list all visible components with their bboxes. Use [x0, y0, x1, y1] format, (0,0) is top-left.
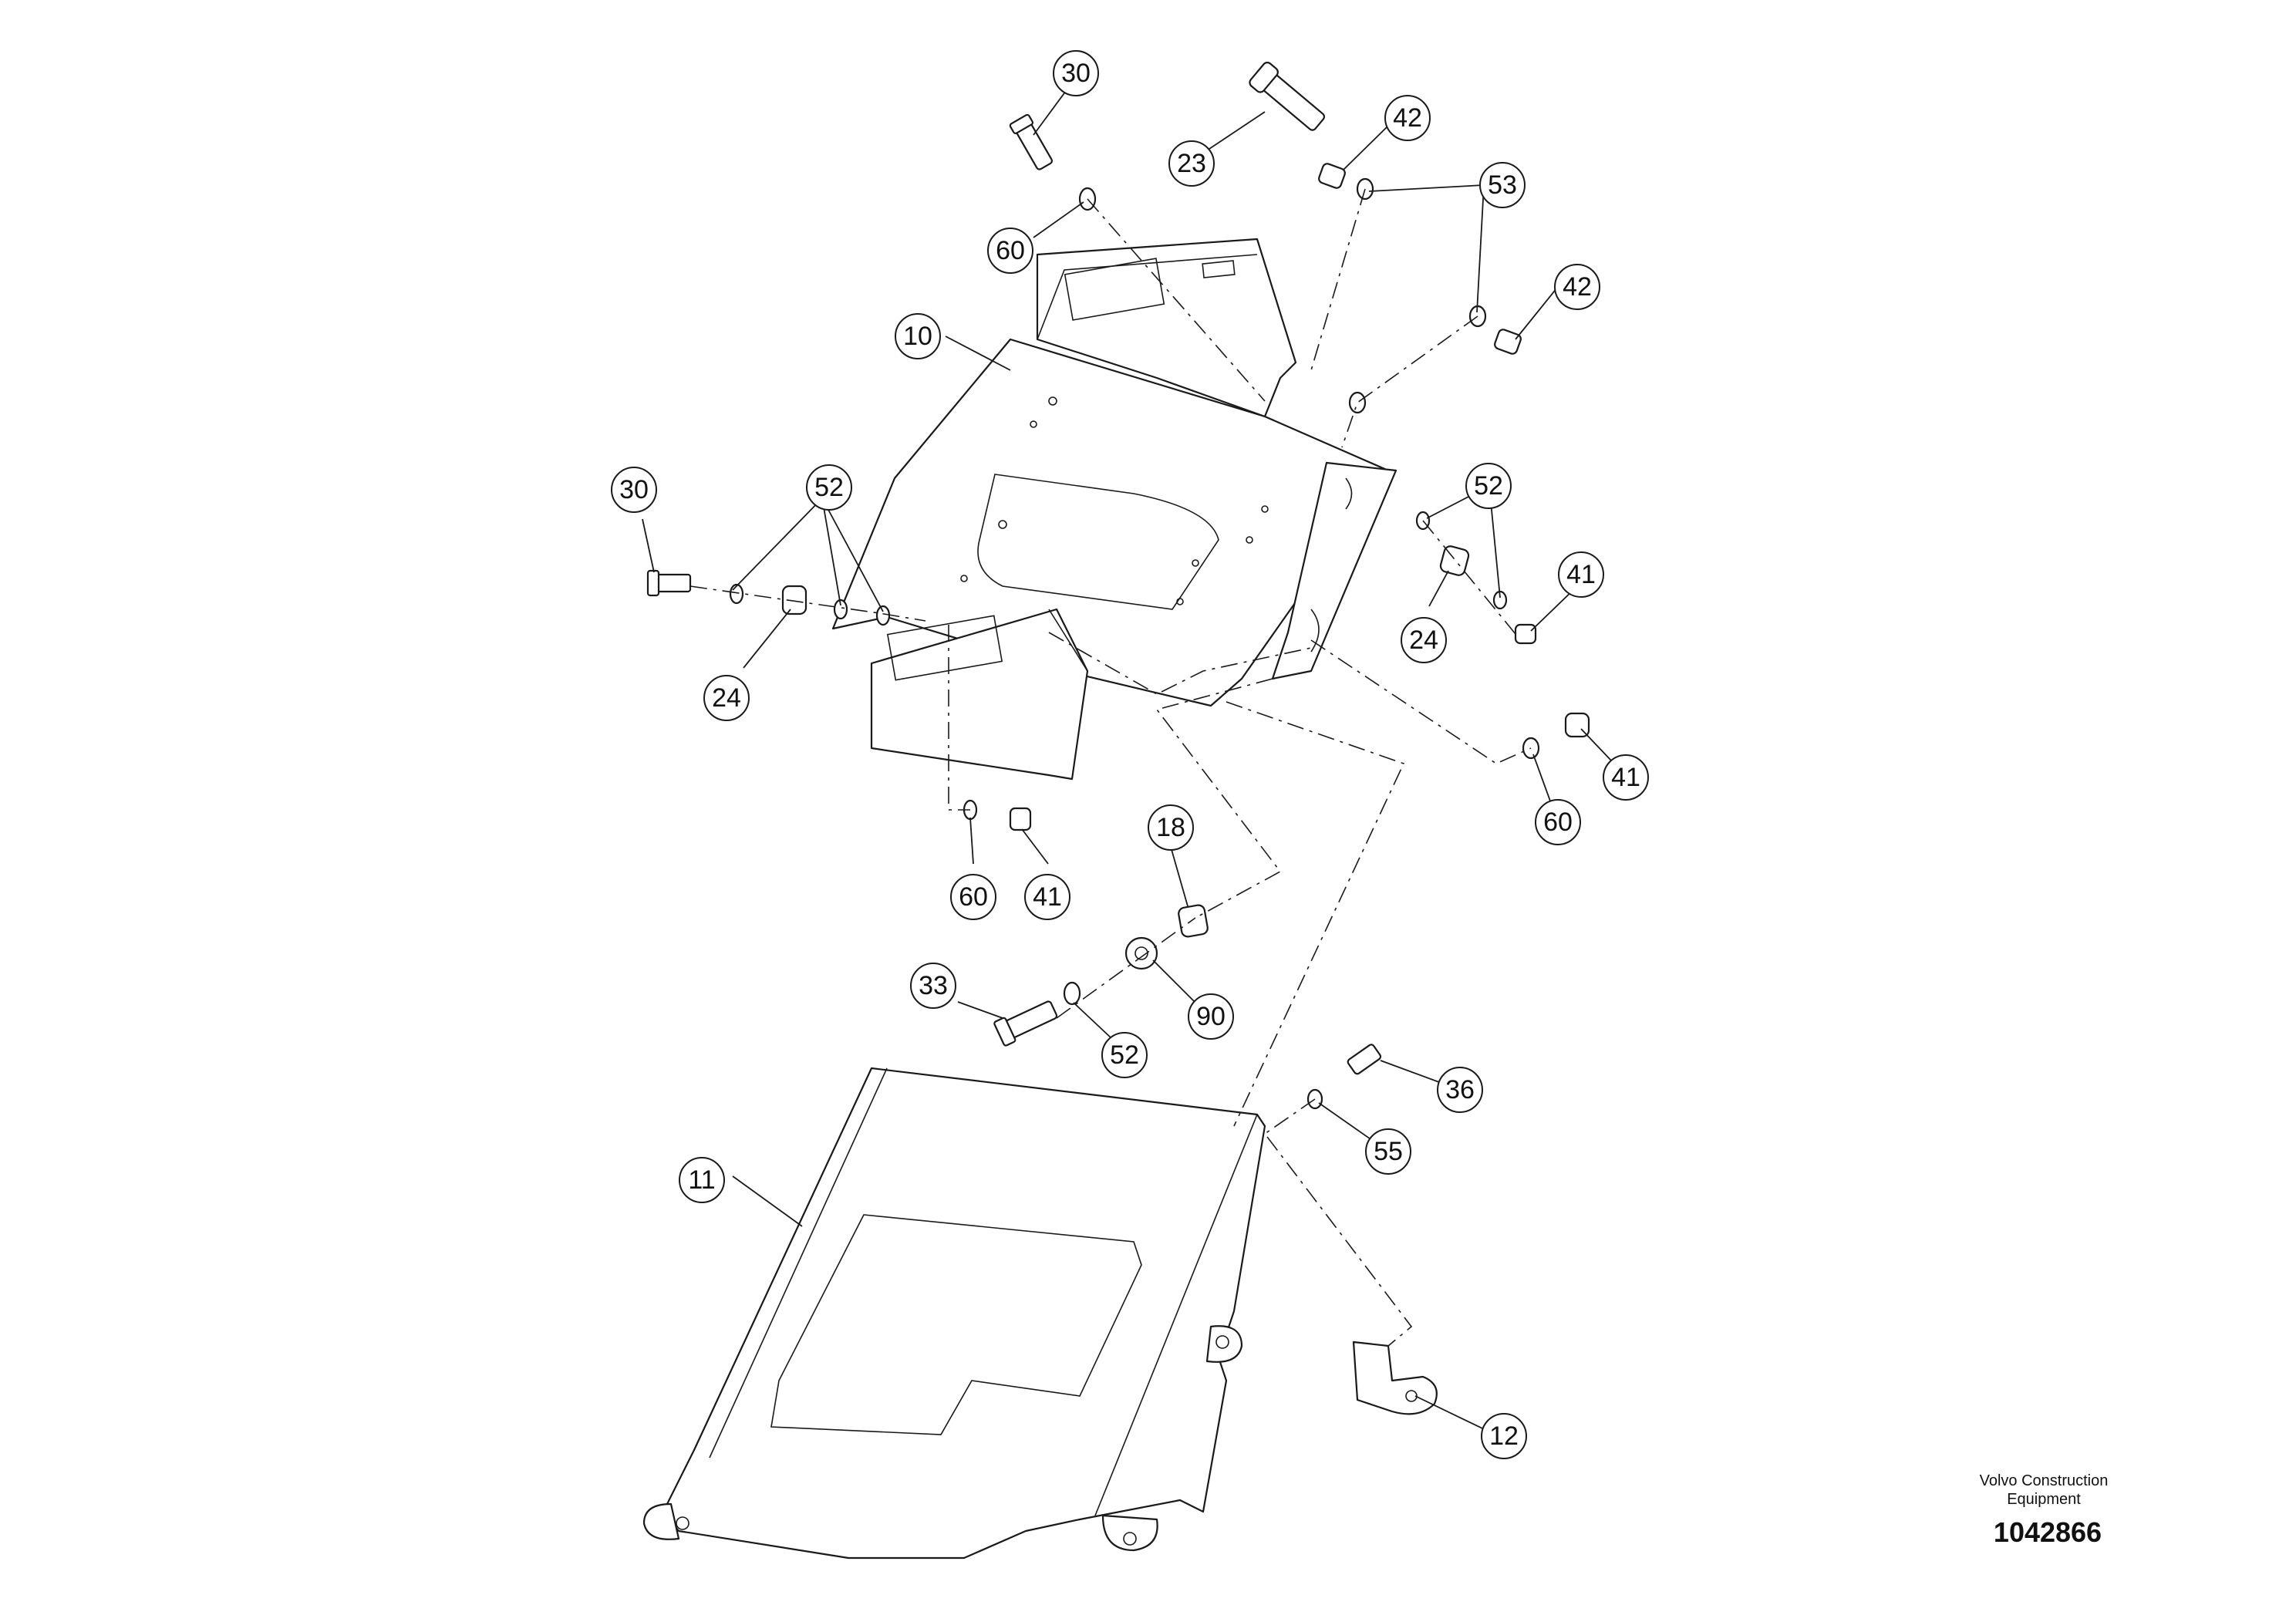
callout-label: 10	[903, 322, 932, 351]
callout-label: 52	[1110, 1040, 1139, 1070]
callout-circle	[895, 313, 941, 359]
callout-label: 11	[688, 1165, 715, 1195]
callout-circle	[679, 1157, 725, 1203]
callout-label: 41	[1033, 882, 1062, 912]
callout-23: 23	[1168, 140, 1215, 187]
callout-55: 55	[1365, 1128, 1411, 1175]
callout-30: 30	[611, 467, 657, 513]
callout-label: 53	[1488, 170, 1517, 200]
callout-52: 52	[1101, 1032, 1148, 1078]
callout-label: 30	[619, 475, 649, 504]
callout-circle	[910, 963, 956, 1009]
callout-label: 42	[1563, 272, 1592, 302]
callout-42: 42	[1554, 264, 1600, 310]
callout-90: 90	[1188, 993, 1234, 1040]
callout-label: 55	[1374, 1137, 1403, 1166]
callout-10: 10	[895, 313, 941, 359]
callout-label: 60	[1543, 808, 1573, 837]
callout-60: 60	[987, 228, 1033, 274]
callout-circle	[1465, 463, 1512, 509]
callout-12: 12	[1481, 1413, 1527, 1459]
callout-circle	[1603, 754, 1649, 801]
callout-circle	[1437, 1067, 1483, 1113]
callout-label: 41	[1566, 560, 1596, 589]
callout-circle	[1481, 1413, 1527, 1459]
callout-circle	[703, 675, 750, 721]
lower-plate-part	[642, 1067, 1266, 1560]
callout-circle	[987, 228, 1033, 274]
callout-42: 42	[1384, 95, 1431, 141]
callout-label: 41	[1611, 763, 1640, 792]
callout-label: 52	[814, 473, 844, 502]
callout-label: 24	[1409, 626, 1438, 655]
callout-41: 41	[1024, 874, 1070, 920]
callout-circle	[1101, 1032, 1148, 1078]
callout-label: 60	[996, 236, 1025, 265]
callout-circle	[1535, 799, 1581, 845]
callout-label: 23	[1177, 149, 1206, 178]
callout-60: 60	[950, 874, 996, 920]
callout-bubbles: 30 60 23 42 53 42 10 52 30 52 24 41 24 41 60 60 41 18 33 90…	[611, 50, 1649, 1459]
callout-52: 52	[1465, 463, 1512, 509]
callout-33: 33	[910, 963, 956, 1009]
callout-circle	[1558, 551, 1604, 598]
callout-circle	[1554, 264, 1600, 310]
callout-circle	[950, 874, 996, 920]
callout-52: 52	[806, 464, 852, 511]
callout-circle	[1168, 140, 1215, 187]
callout-circle	[1401, 617, 1447, 663]
callout-30: 30	[1053, 50, 1099, 96]
callout-41: 41	[1603, 754, 1649, 801]
callout-label: 60	[959, 882, 988, 912]
callout-circle	[806, 464, 852, 511]
callout-18: 18	[1148, 804, 1194, 851]
callout-circle	[1024, 874, 1070, 920]
callout-label: 42	[1393, 103, 1422, 133]
callout-label: 30	[1061, 59, 1091, 88]
callout-label: 12	[1489, 1421, 1519, 1451]
callout-label: 90	[1196, 1002, 1226, 1031]
bracket-12-part	[1352, 1340, 1438, 1415]
callout-circle	[1148, 804, 1194, 851]
callout-label: 24	[712, 683, 741, 713]
callout-label: 36	[1445, 1075, 1475, 1104]
callout-label: 33	[919, 971, 948, 1000]
brand-line-2: Equipment	[2007, 1491, 2081, 1508]
callout-60: 60	[1535, 799, 1581, 845]
fasteners	[646, 62, 1590, 1110]
callout-11: 11	[679, 1157, 725, 1203]
callout-label: 52	[1474, 471, 1503, 501]
callout-circle	[1053, 50, 1099, 96]
brand-block: Volvo Construction Equipment	[1944, 1472, 2144, 1509]
callout-circle	[1384, 95, 1431, 141]
callout-circle	[1365, 1128, 1411, 1175]
callout-24: 24	[1401, 617, 1447, 663]
callout-circle	[1188, 993, 1234, 1040]
callout-53: 53	[1479, 162, 1526, 208]
assembly-lines	[689, 188, 1532, 1347]
callout-24: 24	[703, 675, 750, 721]
callout-circle	[611, 467, 657, 513]
brand-line-1: Volvo Construction	[1979, 1472, 2109, 1489]
callout-label: 18	[1156, 813, 1185, 842]
callout-41: 41	[1558, 551, 1604, 598]
document-number: 1042866	[1993, 1516, 2102, 1548]
upper-frame-part	[831, 238, 1397, 781]
callout-circle	[1479, 162, 1526, 208]
callout-36: 36	[1437, 1067, 1483, 1113]
